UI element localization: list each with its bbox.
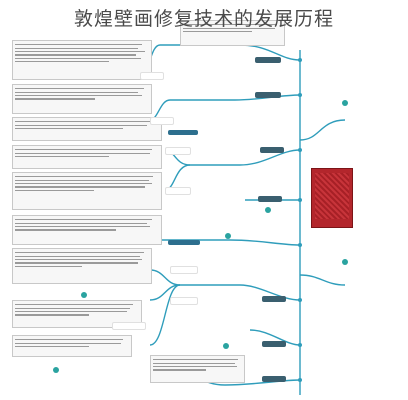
- sub-branch-8: [149, 284, 181, 346]
- text-block: [180, 20, 285, 46]
- topic-node[interactable]: [255, 92, 281, 98]
- branch-low3: [224, 379, 301, 386]
- topic-node[interactable]: [262, 376, 286, 382]
- branch-mid3: [150, 239, 301, 246]
- topic-node[interactable]: [258, 196, 282, 202]
- topic-node[interactable]: [255, 57, 281, 63]
- text-block: [12, 145, 162, 169]
- sub-node[interactable]: [165, 147, 191, 155]
- text-block: [12, 84, 152, 114]
- branch-right: [299, 119, 346, 141]
- badge: [168, 240, 200, 245]
- text-block: [150, 355, 245, 383]
- sub-node[interactable]: [150, 117, 174, 125]
- text-block: [12, 40, 152, 80]
- topic-node[interactable]: [262, 341, 286, 347]
- topic-node[interactable]: [260, 147, 284, 153]
- topic-node[interactable]: [262, 296, 286, 302]
- sub-node[interactable]: [165, 187, 191, 195]
- badge: [168, 130, 198, 135]
- branch-low1: [180, 284, 301, 301]
- sub-branch-6: [149, 269, 181, 286]
- text-block: [12, 172, 162, 210]
- branch-mid1: [190, 149, 301, 166]
- branch-low2: [249, 329, 301, 346]
- text-block: [12, 215, 162, 245]
- book-cover-image: [311, 168, 353, 228]
- sub-node[interactable]: [112, 322, 146, 330]
- text-block: [12, 248, 152, 284]
- sub-node[interactable]: [170, 266, 198, 274]
- branch-right-2: [299, 274, 346, 286]
- page-title: 敦煌壁画修复技术的发展历程: [73, 8, 334, 30]
- sub-node[interactable]: [140, 72, 164, 80]
- text-block: [12, 335, 132, 357]
- text-block: [12, 117, 162, 141]
- sub-node[interactable]: [170, 297, 198, 305]
